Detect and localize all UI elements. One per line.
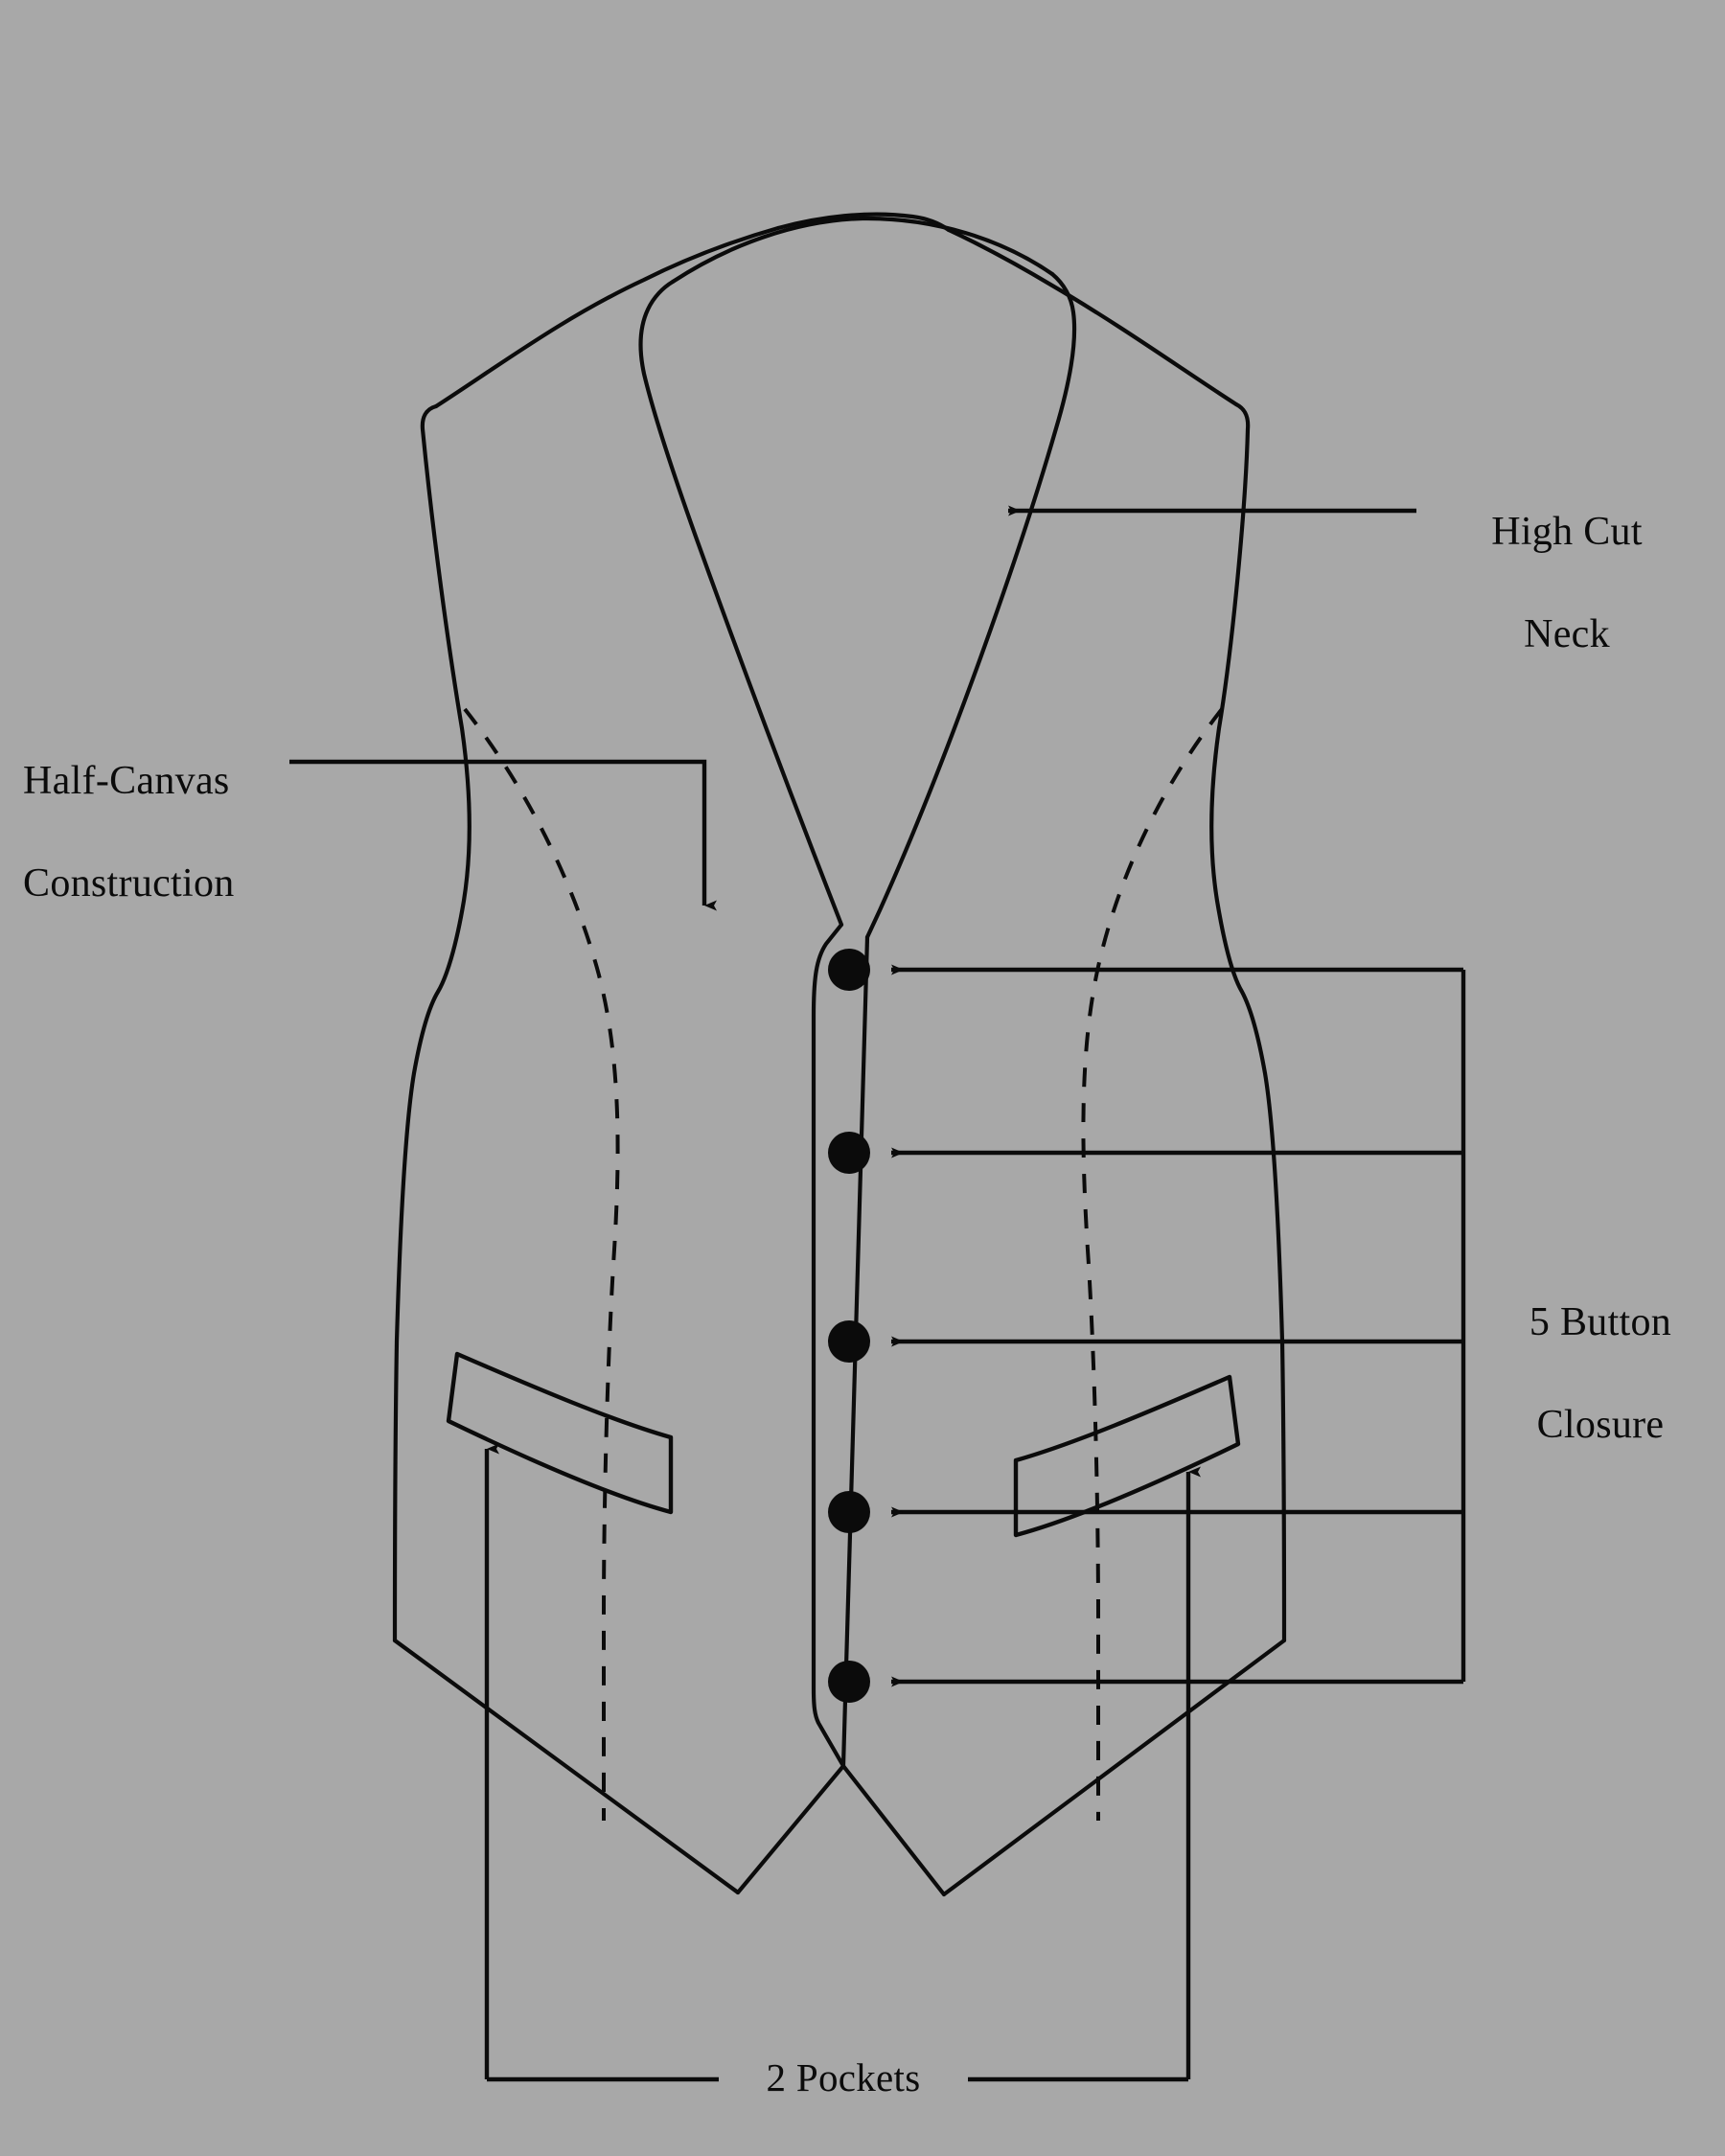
left-front-edge	[811, 922, 846, 1769]
garment-outline	[392, 212, 1287, 1897]
button-1[interactable]	[828, 949, 870, 991]
button-3[interactable]	[828, 1320, 870, 1363]
label-high-cut-neck-line1: High Cut	[1491, 509, 1643, 554]
label-half-canvas-line1: Half-Canvas	[23, 758, 230, 803]
label-high-cut-neck-line2: Neck	[1524, 612, 1610, 657]
right-front-point	[840, 1763, 947, 1897]
left-neckline-edge	[638, 279, 844, 928]
label-button-closure-line2: Closure	[1536, 1403, 1665, 1448]
left-welt-pocket	[446, 1351, 674, 1515]
left-front-point	[735, 1763, 846, 1895]
button-4[interactable]	[828, 1491, 870, 1533]
label-half-canvas-construction: Half-Canvas Construction	[23, 704, 310, 962]
left-canvas-dashed-line	[463, 707, 620, 1821]
callout-leaders	[289, 505, 1466, 2082]
right-welt-pocket	[1013, 1374, 1241, 1538]
label-half-canvas-line2: Construction	[23, 861, 235, 906]
label-button-closure-line1: 5 Button	[1529, 1299, 1672, 1344]
left-front-panel	[433, 225, 781, 409]
right-shoulder-seam	[946, 227, 1239, 407]
button-5[interactable]	[828, 1661, 870, 1703]
welt-pockets	[446, 1351, 1241, 1538]
back-neck-top-curve	[670, 216, 1055, 285]
top-back-edge	[775, 212, 952, 233]
button-group	[828, 949, 870, 1703]
right-canvas-dashed-line	[1081, 707, 1224, 1821]
label-pockets: 2 Pockets	[766, 2055, 921, 2099]
half-canvas-leader	[289, 759, 717, 911]
label-button-closure: 5 Button Closure	[1481, 1246, 1720, 1503]
left-hem	[392, 1638, 741, 1895]
left-side-seam	[392, 403, 472, 1643]
half-canvas-dashed-lines	[463, 707, 1224, 1821]
label-high-cut-neck: High Cut Neck	[1428, 455, 1706, 713]
right-side-seam	[1209, 401, 1287, 1643]
right-hem	[941, 1638, 1287, 1897]
button-2[interactable]	[828, 1132, 870, 1174]
right-neckline-edge	[864, 271, 1077, 940]
